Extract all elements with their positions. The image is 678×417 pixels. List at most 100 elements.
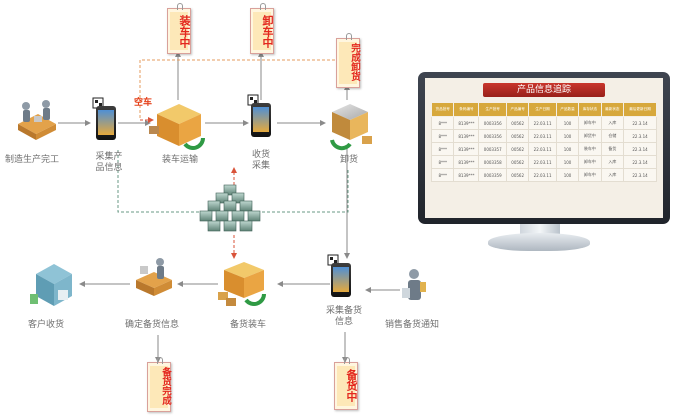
monitor-screen: 产品信息追踪 货品批号条码编号生产批号产品编号生产日期产品数量库存状态最新状态最…: [425, 78, 663, 218]
label-manufacturing: 制造生产完工: [5, 153, 59, 165]
table-header-cell: 最新状态: [600, 102, 625, 117]
customer-building-icon: [30, 264, 72, 306]
table-cell: 00562: [505, 142, 530, 156]
table-cell: 00562: [505, 168, 530, 182]
table-cell: 0003359: [478, 168, 507, 182]
table-cell: 卸车中: [578, 155, 602, 169]
table-cell: 22.3.14: [623, 142, 657, 156]
label-stock-loading: 备货装车: [230, 318, 266, 330]
table-cell: 卸车中: [578, 168, 602, 182]
table-cell: 卸货中: [578, 129, 602, 143]
table-cell: 8139***: [453, 155, 480, 169]
table-cell: 0003358: [478, 155, 507, 169]
monitor-neck: [520, 224, 560, 234]
confirm-stock-icon: [136, 258, 172, 296]
table-header-cell: 库存状态: [578, 102, 602, 117]
table-header-cell: 产品数量: [555, 102, 580, 117]
table-cell: 22.03.11: [528, 116, 557, 130]
phone-icon-receive: [247, 94, 271, 137]
label-unload: 卸货: [340, 153, 358, 165]
table-cell: 入库: [600, 155, 625, 169]
empty-truck-loop: [139, 59, 348, 123]
status-tag-stocking-text: 备货中: [345, 369, 358, 402]
table-cell: 仓储: [600, 129, 625, 143]
table-header-cell: 货品批号: [430, 102, 455, 117]
table-cell: 备货: [600, 142, 625, 156]
table-cell: 卸车中: [578, 116, 602, 130]
label-collect-product: 采集产 品信息: [95, 152, 123, 173]
label-receive-collect: 收货 采集: [251, 150, 270, 171]
table-cell: 100: [555, 129, 580, 143]
table-cell: 22.3.14: [623, 129, 657, 143]
status-tag-unload-done-text: 完成卸货: [349, 43, 360, 81]
cargo-stock-icon: [218, 262, 266, 306]
table-cell: 8***: [430, 142, 455, 156]
table-cell: 22.03.11: [528, 168, 557, 182]
table-cell: 22.3.14: [623, 155, 657, 169]
table-header-cell: 生产日期: [528, 102, 557, 117]
table-cell: 8139***: [453, 116, 480, 130]
monitor-stand: [488, 233, 590, 251]
table-cell: 入库: [600, 116, 625, 130]
status-tag-loading: 装车中: [167, 3, 191, 54]
label-sales-notice: 销售备货通知: [385, 318, 439, 330]
status-tag-stock-done-text: 备货完成: [160, 367, 171, 405]
table-cell: 8139***: [453, 168, 480, 182]
table-cell: 00562: [505, 129, 530, 143]
status-tag-unload-done: 完成卸货: [336, 33, 360, 88]
status-tag-loading-text: 装车中: [178, 15, 191, 48]
phone-icon-collect: [92, 97, 116, 140]
label-customer: 客户收货: [28, 318, 64, 330]
label-confirm-stock: 确定备货信息: [125, 318, 179, 330]
table-header-cell: 产品编号: [505, 102, 530, 117]
screen-title: 产品信息追踪: [483, 83, 605, 97]
label-stock-collect: 采集备货 信息: [325, 306, 362, 327]
table-cell: 22.03.11: [528, 155, 557, 169]
table-cell: 100: [555, 142, 580, 156]
status-tag-stock-done: 备货完成: [147, 357, 171, 412]
table-cell: 100: [555, 155, 580, 169]
cargo-unload-icon: [330, 104, 372, 151]
table-header-cell: 条码编号: [453, 102, 480, 117]
table-cell: 8***: [430, 155, 455, 169]
label-loading: 装车运输: [162, 153, 198, 165]
table-cell: 8139***: [453, 129, 480, 143]
table-cell: 22.03.11: [528, 129, 557, 143]
table-cell: 8139***: [453, 142, 480, 156]
status-tag-unloading-text: 卸车中: [261, 15, 274, 48]
warehouse-links: [117, 150, 349, 213]
table-cell: 22.3.14: [623, 168, 657, 182]
table-cell: 100: [555, 116, 580, 130]
table-header-row: 货品批号条码编号生产批号产品编号生产日期产品数量库存状态最新状态最后更新日期: [430, 102, 657, 117]
table-header-cell: 最后更新日期: [623, 102, 657, 117]
tracking-table: 货品批号条码编号生产批号产品编号生产日期产品数量库存状态最新状态最后更新日期 8…: [430, 102, 657, 182]
tracking-monitor: 产品信息追踪 货品批号条码编号生产批号产品编号生产日期产品数量库存状态最新状态最…: [418, 72, 670, 224]
table-cell: 00562: [505, 155, 530, 169]
table-cell: 22.03.11: [528, 142, 557, 156]
table-cell: 00562: [505, 116, 530, 130]
table-cell: 100: [555, 168, 580, 182]
status-tag-stocking: 备货中: [334, 357, 358, 410]
warehouse-stack-icon: [199, 184, 261, 232]
manufacturing-icon: [18, 100, 56, 140]
label-empty-truck: 空车: [134, 96, 152, 108]
table-header-cell: 生产批号: [478, 102, 507, 117]
table-cell: 0003357: [478, 142, 507, 156]
table-cell: 8***: [430, 116, 455, 130]
table-cell: 0003356: [478, 116, 507, 130]
table-cell: 入库: [600, 168, 625, 182]
cargo-loading-icon: [149, 104, 205, 150]
status-tag-unloading: 卸车中: [250, 3, 274, 54]
table-cell: 装车中: [578, 142, 602, 156]
table-cell: 8***: [430, 129, 455, 143]
sales-person-icon: [402, 269, 426, 300]
table-cell: 8***: [430, 168, 455, 182]
table-cell: 22.3.14: [623, 116, 657, 130]
